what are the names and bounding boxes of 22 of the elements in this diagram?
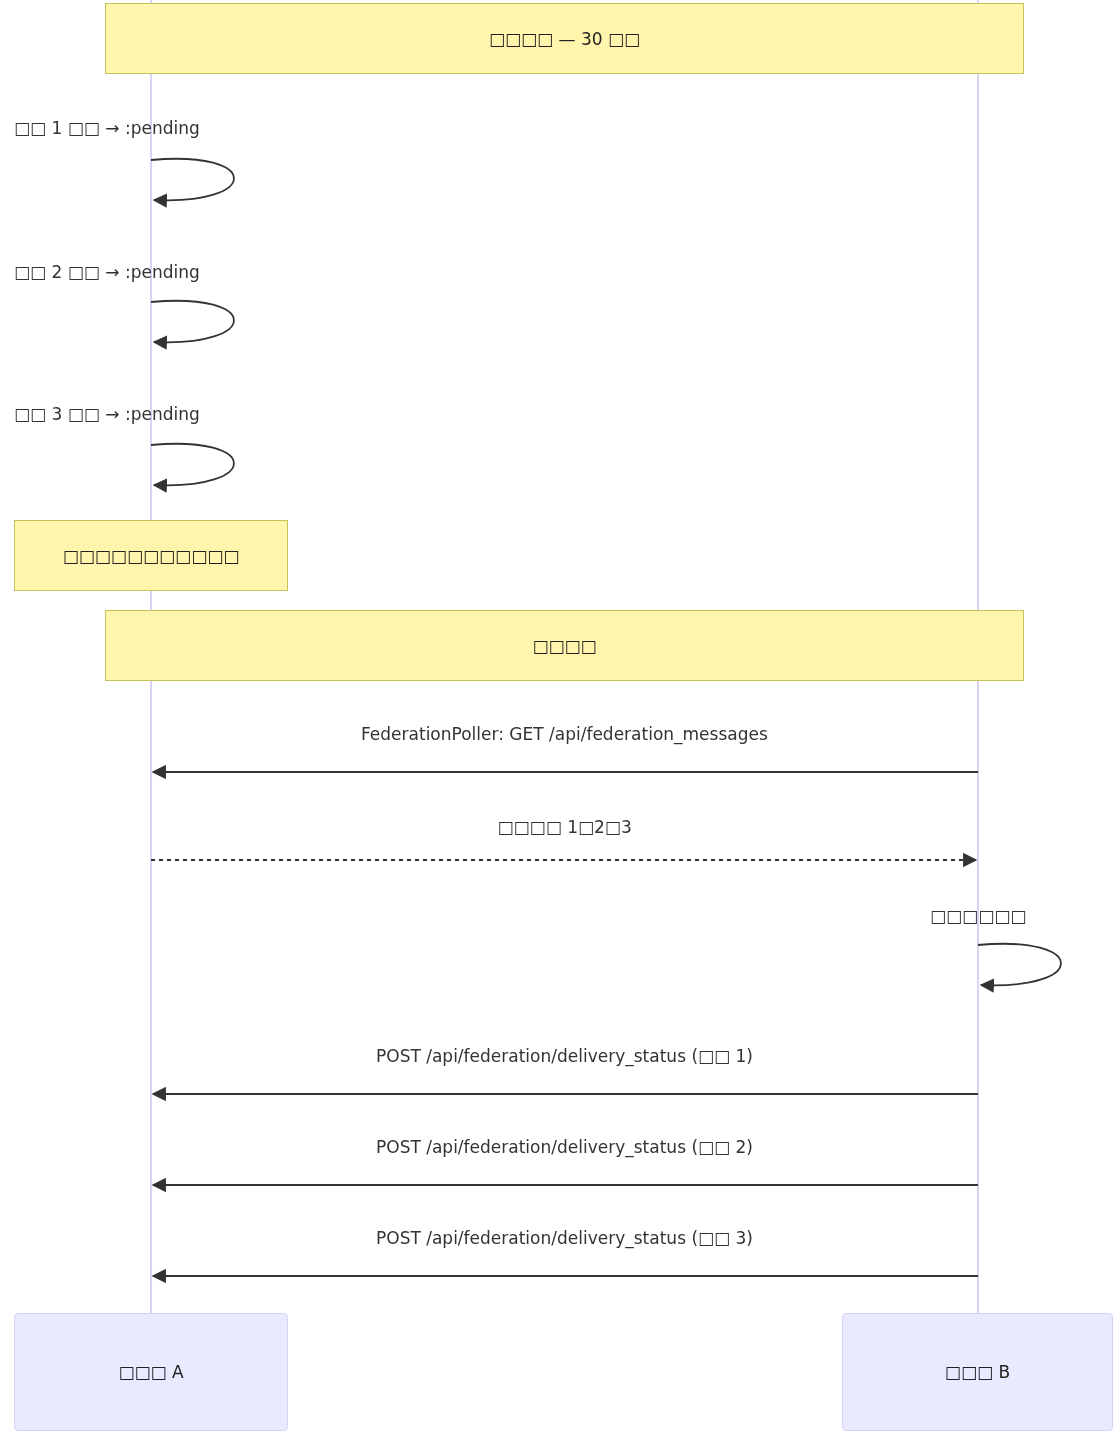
message-label: POST /api/federation/delivery_status (□□ 1) [376,1046,753,1066]
message-arrow [150,852,978,868]
self-message-arrow [150,442,235,493]
self-message-arrow [150,157,235,208]
message-label: □□ 1 □□ → :pending [14,118,200,138]
participant-box: □□□ B [842,1313,1113,1431]
message-arrow [151,1268,979,1284]
message-label: □□□□□□ [930,906,1027,926]
message-label: POST /api/federation/delivery_status (□□ 3) [376,1228,753,1248]
self-message-arrow [150,299,235,350]
message-arrow [151,1177,979,1193]
message-arrow [151,1086,979,1102]
message-label: POST /api/federation/delivery_status (□□ 2) [376,1137,753,1157]
message-label: □□ 2 □□ → :pending [14,262,200,282]
message-label: □□□□ 1□2□3 [497,817,632,837]
participant-box: □□□ A [14,1313,288,1431]
message-arrow [151,764,979,780]
self-message-arrow [977,942,1062,993]
note-box: □□□□ — 30 □□ [105,3,1024,74]
note-box: □□□□ [105,610,1024,681]
message-label: □□ 3 □□ → :pending [14,404,200,424]
message-label: FederationPoller: GET /api/federation_messages [361,724,768,744]
